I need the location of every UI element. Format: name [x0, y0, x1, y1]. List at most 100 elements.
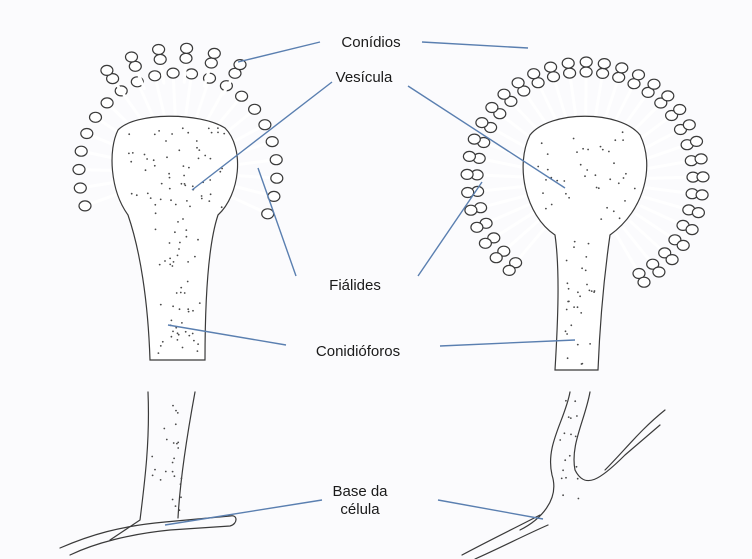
- conidium: [463, 151, 475, 161]
- texture-dot: [180, 292, 182, 294]
- right-conidiophore: [461, 57, 709, 559]
- texture-dot: [172, 405, 174, 407]
- texture-dot: [179, 509, 181, 511]
- texture-dot: [198, 149, 200, 151]
- texture-dot: [166, 439, 168, 441]
- right-lower-stalk-texture: [559, 400, 579, 500]
- texture-dot: [194, 256, 196, 258]
- conidium: [154, 54, 166, 64]
- texture-dot: [196, 147, 198, 149]
- texture-dot: [579, 295, 581, 297]
- texture-dot: [155, 229, 157, 231]
- texture-dot: [624, 200, 626, 202]
- phialide-inner: [485, 160, 524, 168]
- texture-dot: [574, 400, 576, 402]
- label-fialides: Fiálides: [329, 277, 381, 294]
- texture-dot: [595, 174, 597, 176]
- conidium: [683, 120, 695, 130]
- texture-dot: [589, 343, 591, 345]
- phialide-inner: [647, 177, 687, 178]
- texture-dot: [613, 210, 615, 212]
- texture-dot: [187, 261, 189, 263]
- texture-dot: [577, 344, 579, 346]
- left-base-cell: [60, 516, 236, 555]
- texture-dot: [613, 162, 615, 164]
- conidium: [180, 53, 192, 63]
- conidium: [149, 71, 161, 81]
- texture-dot: [186, 200, 188, 202]
- phialide-inner: [483, 175, 523, 177]
- conidium: [691, 136, 703, 146]
- phialide-inner: [644, 147, 682, 160]
- conidium: [476, 118, 488, 128]
- texture-dot: [565, 330, 567, 332]
- conidium: [674, 105, 686, 115]
- conidium: [638, 277, 650, 287]
- texture-dot: [172, 305, 174, 307]
- texture-dot: [197, 343, 199, 345]
- texture-dot: [197, 239, 199, 241]
- texture-dot: [602, 149, 604, 151]
- texture-dot: [180, 496, 182, 498]
- texture-dot: [198, 158, 200, 160]
- conidium: [90, 112, 102, 122]
- texture-dot: [197, 350, 199, 352]
- conidium: [73, 165, 85, 175]
- texture-dot: [569, 455, 571, 457]
- texture-dot: [185, 229, 187, 231]
- texture-dot: [564, 459, 566, 461]
- texture-dot: [187, 132, 189, 134]
- conidium: [126, 52, 138, 62]
- conidium: [486, 103, 498, 113]
- texture-dot: [174, 475, 176, 477]
- texture-dot: [173, 261, 175, 263]
- phialide-inner: [484, 187, 524, 191]
- texture-dot: [182, 347, 184, 349]
- texture-dot: [173, 458, 175, 460]
- texture-dot: [169, 242, 171, 244]
- texture-dot: [165, 471, 167, 473]
- right-lower-stalk: [520, 392, 665, 530]
- conidium: [74, 183, 86, 193]
- texture-dot: [567, 301, 569, 303]
- texture-dot: [132, 152, 134, 154]
- conidium: [75, 146, 87, 156]
- texture-dot: [545, 208, 547, 210]
- conidium: [686, 225, 698, 235]
- texture-dot: [177, 447, 179, 449]
- right-base-cell: [462, 515, 548, 559]
- leader-base-left: [165, 500, 322, 525]
- conidium: [666, 255, 678, 265]
- texture-dot: [165, 140, 167, 142]
- phialide-inner: [173, 79, 175, 117]
- texture-dot: [217, 127, 219, 129]
- texture-dot: [154, 469, 156, 471]
- texture-dot: [178, 149, 180, 151]
- texture-dot: [634, 188, 636, 190]
- texture-dot: [130, 161, 132, 163]
- phialide-inner: [231, 186, 268, 195]
- texture-dot: [614, 139, 616, 141]
- phialide-inner: [645, 197, 683, 208]
- texture-dot: [217, 132, 219, 134]
- texture-dot: [147, 193, 149, 195]
- texture-dot: [172, 462, 174, 464]
- texture-dot: [591, 290, 593, 292]
- texture-dot: [169, 188, 171, 190]
- texture-dot: [586, 284, 588, 286]
- texture-dot: [154, 165, 156, 167]
- texture-dot: [210, 193, 212, 195]
- texture-dot: [136, 194, 138, 196]
- texture-dot: [587, 149, 589, 151]
- texture-dot: [606, 207, 608, 209]
- texture-dot: [584, 175, 586, 177]
- texture-dot: [221, 206, 223, 208]
- conidium: [479, 238, 491, 248]
- texture-dot: [188, 335, 190, 337]
- conidium: [101, 65, 113, 75]
- texture-dot: [537, 166, 539, 168]
- conidium: [562, 58, 574, 68]
- texture-dot: [568, 288, 570, 290]
- texture-dot: [199, 302, 201, 304]
- texture-dot: [159, 264, 161, 266]
